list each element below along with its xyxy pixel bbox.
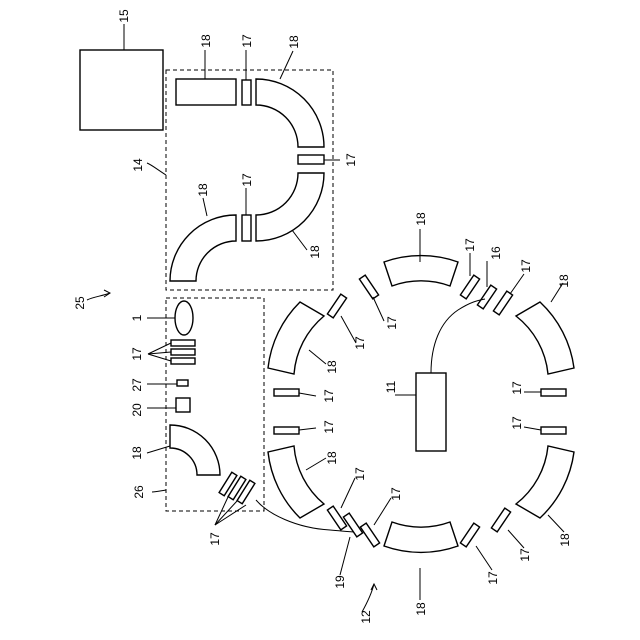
label-17-ring-right-lower: 17 xyxy=(518,548,532,562)
label-17-ring-topright: 17 xyxy=(463,238,477,252)
ring-quadrupole-17-right-mid-a xyxy=(541,389,566,396)
ring-bending-magnet-18-top xyxy=(384,256,458,286)
injector-region-leader xyxy=(152,490,166,492)
label-18-ring-top: 18 xyxy=(414,212,428,226)
label-11: 11 xyxy=(384,380,398,393)
label-18-ring-lower-left: 18 xyxy=(325,451,339,465)
control-unit-box xyxy=(80,50,163,130)
bending-magnet-18-injector xyxy=(170,425,220,475)
leader-17-ring-left-lower xyxy=(341,478,355,508)
label-18-transport-lower-left: 18 xyxy=(196,183,210,197)
leader-18-transport-lower-left xyxy=(203,198,207,216)
leader-17-ring-top-left xyxy=(373,297,384,321)
leader-18-ring-upper-left xyxy=(309,350,326,364)
label-17-ring-left-upper: 17 xyxy=(353,336,367,350)
leader-17-ring-right-lower xyxy=(508,530,524,548)
ring-kicker-16 xyxy=(477,285,496,309)
label-17-ring-left-lower: 17 xyxy=(353,467,367,481)
label-17-ring-top-left: 17 xyxy=(385,316,399,330)
label-26: 26 xyxy=(132,485,146,499)
leader-17-ring-bottom-right xyxy=(476,546,492,570)
ring-quadrupole-17-left-upper xyxy=(327,294,346,318)
ring-quadrupole-17-left-mid-a xyxy=(274,389,299,396)
label-12: 12 xyxy=(359,610,373,624)
label-14: 14 xyxy=(131,158,145,172)
label-17-ring-right-upper: 17 xyxy=(519,259,533,273)
leader-17-ring-left-mid-b xyxy=(299,428,316,430)
leader-18-ring-lower-left xyxy=(306,458,326,470)
quadrupole-17-injector-b xyxy=(171,349,195,355)
label-20: 20 xyxy=(130,403,144,417)
leader-18-transport-top-arc xyxy=(280,51,293,79)
quadrupole-17-injector-c xyxy=(171,358,195,364)
bending-magnet-18-top xyxy=(256,79,324,147)
label-27: 27 xyxy=(130,378,144,392)
label-17-ring-bottom-left: 17 xyxy=(389,487,403,501)
bending-magnet-18-lower-right xyxy=(256,173,324,241)
label-1: 1 xyxy=(130,314,144,321)
ring-quadrupole-17-left-mid-b xyxy=(274,427,299,434)
label-17-ring-right-mid-a: 17 xyxy=(510,381,524,395)
deflector-18-top-straight xyxy=(176,79,236,105)
label-18-ring-bottom: 18 xyxy=(414,602,428,616)
ring-bending-magnet-18-lower-right xyxy=(516,446,574,518)
quadrupole-17-lower xyxy=(242,215,251,241)
label-18-ring-upper-left: 18 xyxy=(325,360,339,374)
label-18-transport-straight: 18 xyxy=(199,34,213,48)
ring-bending-magnet-18-upper-right xyxy=(516,302,574,374)
ring-quadrupole-17-right-mid-b xyxy=(541,427,566,434)
quadrupole-17-injector-a xyxy=(171,340,195,346)
label-17-ring-left-mid-b: 17 xyxy=(322,420,336,434)
leader-18-ring-lower-right xyxy=(548,515,564,532)
quadrupole-17-top xyxy=(242,80,251,105)
quadrupole-17-mid xyxy=(298,155,324,164)
label-15: 15 xyxy=(117,9,131,23)
power-supply-11 xyxy=(416,373,446,451)
label-18-ring-upper-right: 18 xyxy=(557,274,571,288)
component-27 xyxy=(177,380,188,386)
label-25: 25 xyxy=(73,296,87,310)
leader-18-transport-lower-right xyxy=(292,230,307,250)
leader-17-ring-right-upper xyxy=(510,274,524,294)
component-20 xyxy=(176,398,190,412)
label-17-ring-right-mid-b: 17 xyxy=(510,416,524,430)
label-17-ring-bottom-right: 17 xyxy=(486,571,500,585)
ring-quadrupole-17-bottom-right xyxy=(460,523,479,547)
label-17-leader-c xyxy=(148,354,171,361)
bending-magnet-18-lower-left xyxy=(170,215,236,281)
label-18-transport-top-arc: 18 xyxy=(287,35,301,49)
power-supply-cable xyxy=(431,299,485,373)
ring-bending-magnet-18-bottom xyxy=(384,522,458,552)
label-18-ring-lower-right: 18 xyxy=(558,533,572,547)
quadrupole-17-diag-group xyxy=(219,472,255,504)
label-17-transport-lower: 17 xyxy=(240,173,254,187)
ring-label-arrowhead xyxy=(371,584,377,590)
label-17-diag: 17 xyxy=(208,532,222,546)
label-18-transport-lower-right: 18 xyxy=(308,245,322,259)
ring-quadrupole-17-right-upper xyxy=(493,291,512,315)
leader-17-ring-right-mid-b xyxy=(524,427,541,430)
system-label-arrow xyxy=(87,293,110,300)
leader-19-extractor xyxy=(340,537,350,575)
leader-17-ring-bottom-left xyxy=(374,498,391,525)
ring-quadrupole-17-top-right xyxy=(460,275,479,299)
label-16: 16 xyxy=(489,246,503,260)
label-18-injector: 18 xyxy=(130,446,144,460)
label-18-injector-leader xyxy=(147,446,170,453)
label-19: 19 xyxy=(333,575,347,589)
transport-region-leader xyxy=(147,163,166,175)
label-17-transport-top: 17 xyxy=(240,34,254,48)
label-17-injector: 17 xyxy=(130,347,144,361)
label-17-transport-mid: 17 xyxy=(344,153,358,167)
ring-bending-magnet-18-upper-left xyxy=(268,302,324,374)
ring-bending-magnet-18-lower-left xyxy=(268,446,324,518)
ion-source-1 xyxy=(175,301,193,335)
ring-quadrupole-17-top-left xyxy=(359,275,378,299)
ring-quadrupole-17-bottom-left xyxy=(360,523,379,547)
label-17-ring-left-mid-a: 17 xyxy=(322,389,336,403)
leader-17-ring-left-mid-a xyxy=(299,393,316,396)
ring-quadrupole-17-right-lower xyxy=(491,508,510,532)
